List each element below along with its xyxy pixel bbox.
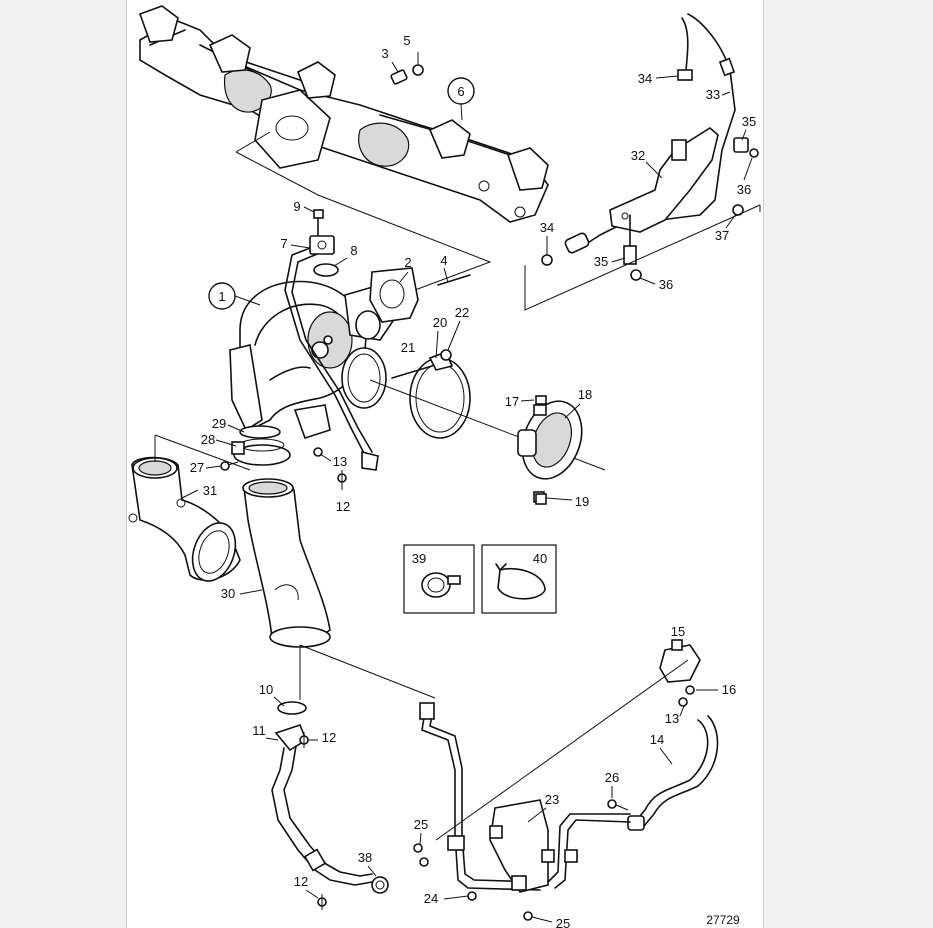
nut-16: [685, 685, 695, 695]
sealing-washer-38: [371, 876, 389, 894]
hose-section: [564, 214, 637, 265]
callout-36a: 36: [737, 182, 751, 197]
gasket-10: [277, 701, 307, 715]
callout-10: 10: [259, 682, 273, 697]
callout-35b: 35: [594, 254, 608, 269]
callout-13a: 13: [333, 454, 347, 469]
leader-manifold-turbo: [235, 151, 492, 291]
clamp-28: [231, 438, 291, 466]
bolt-12c: [317, 894, 327, 910]
hose-14: [627, 715, 719, 831]
outlet-ring: [341, 347, 387, 409]
callout-labels: 1 6 5 3 9 7 8 2 4 20 22 21 17 18 19 29 2…: [181, 33, 756, 928]
plug-19: [535, 493, 547, 505]
callout-21: 21: [401, 340, 415, 355]
callout-24: 24: [424, 891, 438, 906]
callout-17: 17: [505, 394, 519, 409]
diagram-id: 27729: [706, 913, 740, 927]
callout-40: 40: [533, 551, 547, 566]
v-clamp: [391, 350, 471, 439]
callout-19: 19: [575, 494, 589, 509]
callout-26: 26: [605, 770, 619, 785]
callout-30: 30: [221, 586, 235, 601]
bolt-27: [220, 461, 239, 471]
outlet-adapter: [517, 400, 583, 503]
clip-34: [541, 254, 553, 266]
bolts-24-25-26: [413, 799, 629, 921]
gasket-8: [313, 263, 339, 277]
inset-39: [403, 544, 475, 614]
bolt-9: [313, 209, 324, 236]
callout-31: 31: [203, 483, 217, 498]
bracket-23: [447, 799, 578, 893]
callout-27: 27: [190, 460, 204, 475]
callout-6: 6: [457, 84, 464, 99]
gasket-2: [369, 267, 419, 323]
turbocharger: [229, 280, 396, 439]
callout-22: 22: [455, 305, 469, 320]
plug-17: [535, 395, 547, 405]
sealing-ring-29: [239, 425, 281, 439]
callout-25b: 25: [556, 916, 570, 928]
bolt-36: [630, 269, 642, 281]
callout-13b: 13: [665, 711, 679, 726]
callout-25a: 25: [414, 817, 428, 832]
callout-37: 37: [715, 228, 729, 243]
nut-5: [412, 52, 424, 76]
exhaust-manifold: [138, 5, 549, 223]
elbow-pipe: [128, 456, 241, 582]
callout-33: 33: [706, 87, 720, 102]
stud-4: [437, 274, 471, 286]
callout-5: 5: [403, 33, 410, 48]
callout-16: 16: [722, 682, 736, 697]
bolt-12a: [337, 470, 347, 490]
callout-18: 18: [578, 387, 592, 402]
oil-return-pipe: [271, 724, 373, 886]
callout-11: 11: [252, 723, 266, 738]
callout-12b: 12: [322, 730, 336, 745]
callout-2: 2: [404, 255, 411, 270]
callout-20: 20: [433, 315, 447, 330]
callout-12a: 12: [336, 499, 350, 514]
callout-23: 23: [545, 792, 559, 807]
callout-36b: 36: [659, 277, 673, 292]
callout-9: 9: [293, 199, 300, 214]
callout-8: 8: [350, 243, 357, 258]
callout-14: 14: [650, 732, 664, 747]
down-pipe: [242, 478, 331, 648]
stud-spacer-3: [390, 61, 408, 85]
bracket-32: [609, 127, 719, 233]
nut-13b: [678, 697, 688, 707]
callout-15: 15: [671, 624, 685, 639]
callout-32: 32: [631, 148, 645, 163]
callout-12c: 12: [294, 874, 308, 889]
leader-valve: [435, 659, 689, 841]
inset-40: [481, 544, 557, 614]
callout-34a: 34: [638, 71, 652, 86]
callout-34b: 34: [540, 220, 554, 235]
callout-39: 39: [412, 551, 426, 566]
callout-7: 7: [280, 236, 287, 251]
leader-bracket: [524, 204, 761, 311]
nut-22: [440, 349, 452, 361]
vacuum-pipe-33: [579, 13, 736, 249]
vacuum-pipe-lower: [419, 702, 631, 891]
callout-29: 29: [212, 416, 226, 431]
callout-28: 28: [201, 432, 215, 447]
oil-feed-pipe: [284, 235, 379, 471]
fitting-35: [733, 137, 759, 158]
callout-3: 3: [381, 46, 388, 61]
callout-1: 1: [218, 289, 225, 304]
callout-35a: 35: [742, 114, 756, 129]
callout-38: 38: [358, 850, 372, 865]
callout-4: 4: [440, 253, 447, 268]
